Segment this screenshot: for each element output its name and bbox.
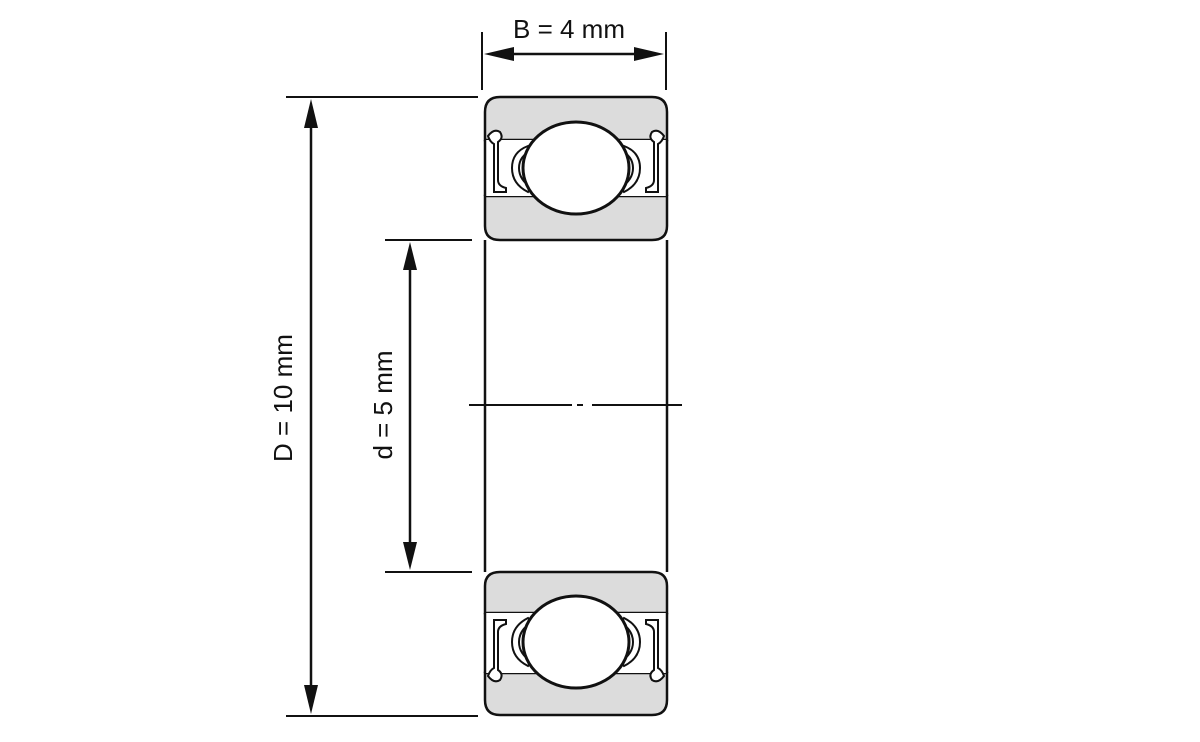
outer-ring-top — [483, 95, 669, 142]
shield-right-bottom — [645, 619, 666, 683]
arrow-down-icon — [403, 542, 417, 570]
arrow-left-icon — [484, 47, 514, 61]
outer-diameter-label: D = 10 mm — [268, 334, 298, 462]
width-label: B = 4 mm — [513, 14, 625, 44]
shield-right-top — [645, 129, 666, 193]
inner-ring-top — [483, 194, 669, 242]
ball-top — [521, 120, 631, 216]
inner-diameter-label: d = 5 mm — [368, 350, 398, 459]
outer-ring-bottom — [483, 671, 669, 717]
ball-bottom — [521, 594, 631, 690]
dimension-outer-diameter: D = 10 mm — [268, 96, 478, 717]
arrow-up-icon — [304, 99, 318, 128]
dimension-width: B = 4 mm — [481, 14, 667, 90]
top-bearing-section — [483, 95, 669, 242]
inner-ring-bottom — [483, 570, 669, 615]
arrow-right-icon — [634, 47, 664, 61]
bottom-bearing-section — [483, 570, 669, 717]
arrow-down-icon — [304, 685, 318, 714]
dimension-inner-diameter: d = 5 mm — [368, 239, 472, 573]
arrow-up-icon — [403, 242, 417, 270]
shield-left-bottom — [486, 619, 507, 683]
shield-left-top — [486, 129, 507, 193]
